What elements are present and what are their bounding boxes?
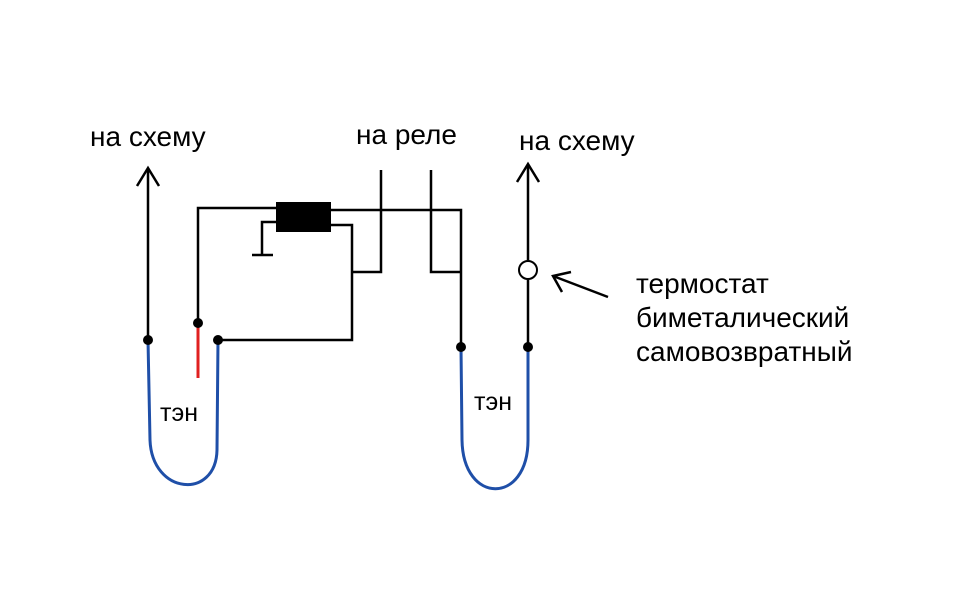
right-heater-element [459, 346, 530, 491]
label-to-circuit-right: на схему [519, 125, 635, 156]
label-thermostat-line1: термостат [636, 268, 769, 299]
label-heater-right: тэн [474, 388, 512, 416]
label-to-circuit-left: на схему [90, 121, 206, 152]
thermostat-pointer-arrow [551, 270, 609, 299]
heater-return-wire [218, 223, 354, 342]
sensor-wire [196, 206, 276, 323]
left-output-wire [135, 165, 161, 340]
label-thermostat-line3: самовозвратный [636, 336, 853, 367]
label-to-relay: на реле [356, 119, 457, 150]
top-bus-wire [331, 208, 463, 347]
relay-connection-wires [352, 170, 461, 274]
junction-dots [143, 318, 533, 352]
label-thermostat-line2: биметалический [636, 302, 849, 333]
control-module [276, 202, 331, 232]
ground-symbol [252, 220, 276, 257]
label-heater-left: тэн [160, 399, 198, 427]
thermostat-symbol [518, 260, 538, 280]
right-output-wire [515, 161, 541, 347]
left-heater-element [146, 339, 220, 486]
